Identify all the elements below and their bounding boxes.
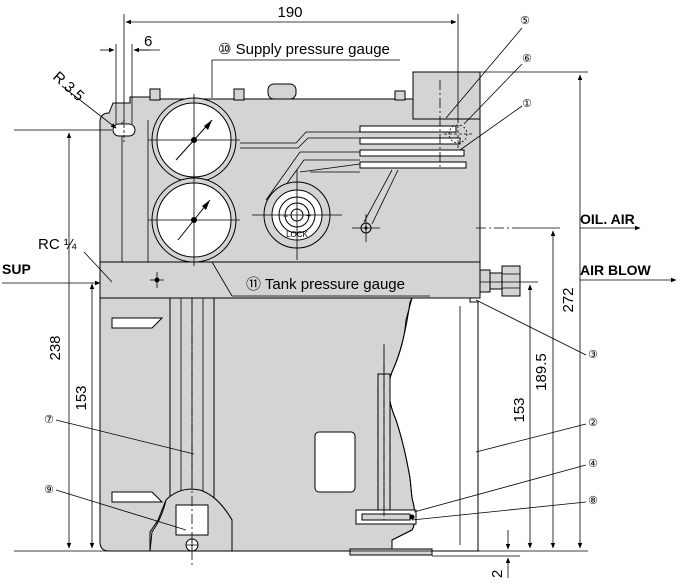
fitting-6	[444, 120, 472, 148]
callout-6: ⑥	[522, 53, 532, 65]
port-labels: RC ¼ SUP OIL. AIR AIR BLOW	[2, 211, 677, 286]
left-rails	[121, 120, 149, 262]
radius-label: R 3.5	[49, 68, 87, 105]
callout-4: ④	[588, 458, 598, 470]
float-inner	[361, 513, 411, 521]
dim-6: 6	[144, 33, 152, 50]
tank-top-box	[412, 71, 481, 120]
tank-pressure-gauge	[148, 174, 240, 266]
base-plate	[349, 548, 433, 556]
callout-7: ⑦	[44, 414, 54, 426]
unit-body: LOCK − +	[99, 71, 521, 556]
oil-outlet-marker	[352, 214, 380, 242]
supply-gauge-label: ⑩ Supply pressure gauge	[218, 41, 390, 58]
dim-2: 2	[489, 570, 506, 578]
supply-pressure-gauge	[148, 94, 240, 186]
sup-port-marker	[150, 272, 164, 288]
callout-5: ⑤	[520, 15, 530, 27]
dim-153-left: 153	[73, 385, 90, 410]
dim-153-right: 153	[511, 397, 528, 422]
sight-glass-outline	[388, 297, 479, 552]
dim-189-5: 189.5	[533, 353, 550, 391]
dim-272: 272	[560, 287, 577, 312]
sup-label: SUP	[2, 261, 31, 277]
slot-lower	[111, 491, 164, 503]
top-cap	[267, 83, 297, 100]
float-switch-4	[409, 514, 415, 520]
callout-3: ③	[588, 349, 598, 361]
top-boss-left	[149, 88, 161, 101]
rc-port-label: RC ¼	[38, 236, 77, 253]
lock-label: LOCK	[286, 230, 308, 239]
center-lines	[191, 80, 520, 566]
air-blow-fitting	[479, 265, 521, 297]
callout-8: ⑧	[588, 495, 598, 507]
top-boss-mid	[233, 88, 245, 101]
minus-label: −	[283, 211, 288, 221]
top-boss-right	[394, 90, 406, 101]
oil-channels	[240, 125, 467, 225]
air-blow-label: AIR BLOW	[580, 262, 652, 278]
slot-upper	[111, 317, 164, 329]
dim-190: 190	[277, 4, 302, 21]
callout-1: ①	[522, 98, 532, 110]
dim-238: 238	[47, 335, 64, 360]
gauge-labels: ⑩ Supply pressure gauge ⑪ Tank pressure …	[211, 41, 430, 297]
oil-air-label: OIL. AIR	[580, 211, 635, 227]
callout-9: ⑨	[44, 484, 54, 496]
callout-2: ②	[588, 417, 598, 429]
regulator-knob: LOCK − +	[252, 170, 342, 260]
sight-window	[314, 431, 356, 493]
tank-gauge-label: ⑪ Tank pressure gauge	[246, 276, 405, 293]
plus-label: +	[306, 211, 311, 221]
callouts: ⑤ ⑥ ① ③ ② ④ ⑧ ⑦ ⑨	[44, 15, 598, 531]
dimensions: 190 6 R 3.5 238 153 153 189.5 272	[14, 4, 588, 578]
